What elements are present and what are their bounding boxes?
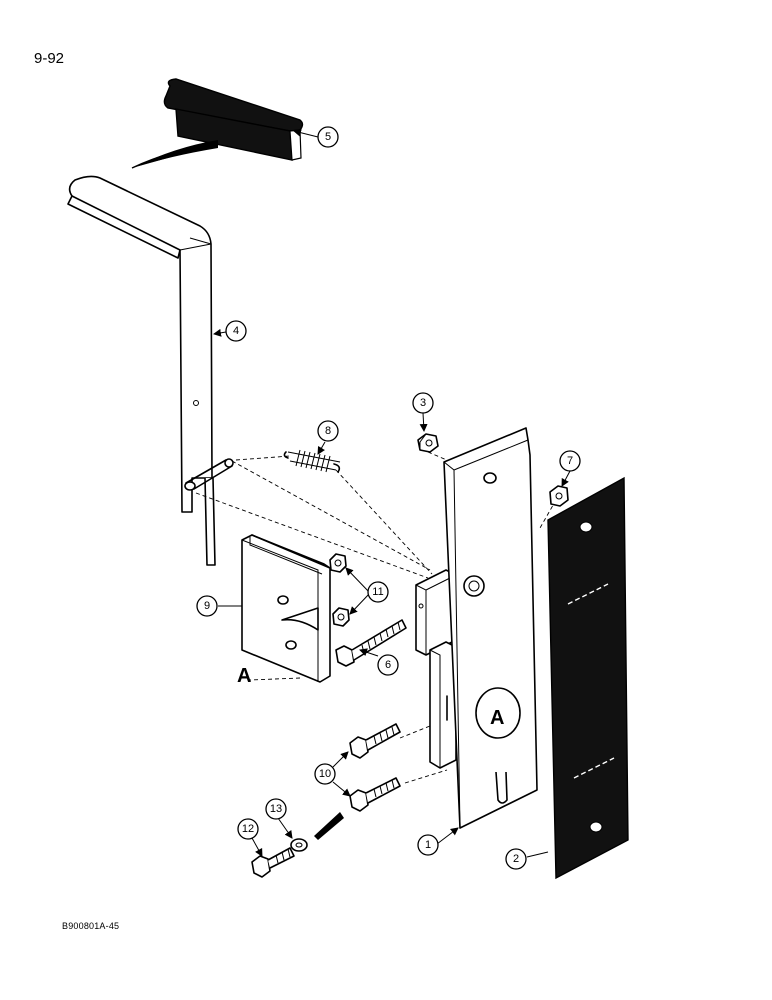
svg-text:13: 13 bbox=[270, 803, 282, 815]
part-1-mounting-plate bbox=[415, 427, 538, 829]
svg-text:1: 1 bbox=[425, 839, 431, 851]
callout-11: 11 bbox=[367, 581, 389, 603]
svg-text:4: 4 bbox=[233, 325, 239, 337]
callout-6: 6 bbox=[377, 654, 399, 676]
svg-text:10: 10 bbox=[319, 768, 331, 780]
svg-text:8: 8 bbox=[325, 425, 331, 437]
part-3-nut bbox=[417, 433, 439, 453]
part-8-spring bbox=[283, 449, 341, 473]
svg-text:11: 11 bbox=[372, 586, 383, 598]
callout-9: 9 bbox=[196, 595, 218, 617]
callout-5: 5 bbox=[317, 126, 339, 148]
callout-13: 13 bbox=[265, 798, 287, 820]
callout-1: 1 bbox=[417, 834, 439, 856]
part-10-bolts bbox=[349, 723, 401, 812]
page-number: 9-92 bbox=[34, 50, 65, 67]
lever-pin bbox=[184, 458, 234, 491]
callout-7: 7 bbox=[559, 450, 581, 472]
part-2-rubber-pad bbox=[547, 476, 629, 880]
part-5-pedal-pad bbox=[163, 78, 304, 161]
drawing-code: B900801A-45 bbox=[62, 921, 120, 931]
leader-lines bbox=[213, 128, 571, 858]
svg-text:5: 5 bbox=[325, 131, 331, 143]
callout-8: 8 bbox=[317, 420, 339, 442]
view-marker-on-plate: A bbox=[490, 707, 504, 729]
svg-text:7: 7 bbox=[567, 455, 573, 467]
part-9-latch-block bbox=[241, 534, 331, 683]
svg-text:12: 12 bbox=[242, 823, 254, 835]
part-4-pedal-lever bbox=[67, 175, 216, 566]
callout-10: 10 bbox=[314, 763, 336, 785]
svg-text:2: 2 bbox=[513, 853, 519, 865]
svg-text:3: 3 bbox=[420, 397, 426, 409]
svg-text:6: 6 bbox=[385, 659, 391, 671]
callout-3: 3 bbox=[412, 392, 434, 414]
part-12-bolt bbox=[251, 847, 295, 878]
callout-12: 12 bbox=[237, 818, 259, 840]
part-13-washer bbox=[290, 812, 344, 852]
part-11-nuts bbox=[329, 553, 350, 627]
view-marker-label: A bbox=[237, 665, 251, 687]
callout-2: 2 bbox=[505, 848, 527, 870]
callout-4: 4 bbox=[225, 320, 247, 342]
part-7-nut bbox=[549, 485, 569, 507]
svg-text:9: 9 bbox=[204, 600, 210, 612]
